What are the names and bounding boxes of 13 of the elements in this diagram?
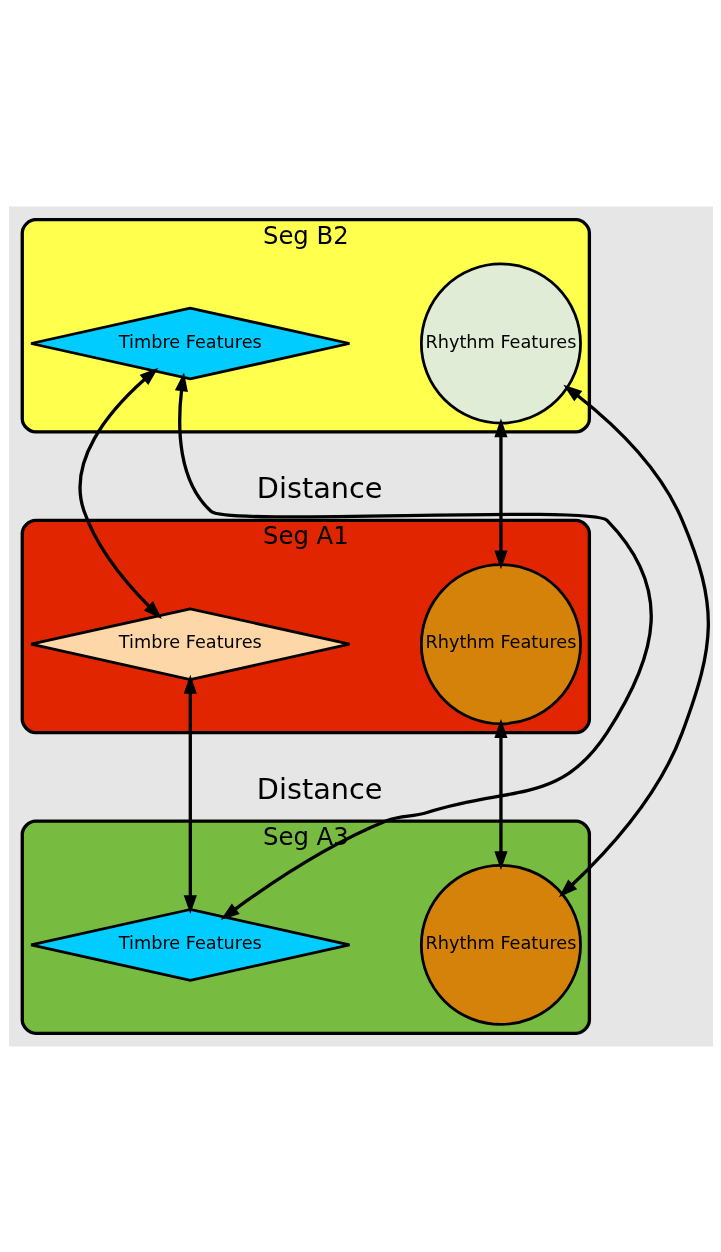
node-diamond: Timbre Features <box>29 606 351 681</box>
node-diamond: Timbre Features <box>29 306 351 380</box>
arrow <box>183 674 197 914</box>
arrow <box>78 367 162 619</box>
arrow <box>493 718 508 870</box>
arrow <box>558 384 710 897</box>
label: Distance <box>256 470 382 505</box>
arrow <box>493 417 508 569</box>
label: Distance <box>256 771 382 806</box>
node-circle: Rhythm Features <box>419 863 582 1026</box>
node-diamond: Timbre Features <box>29 907 351 982</box>
arrow <box>174 372 653 920</box>
node-circle: Rhythm Features <box>419 562 582 725</box>
